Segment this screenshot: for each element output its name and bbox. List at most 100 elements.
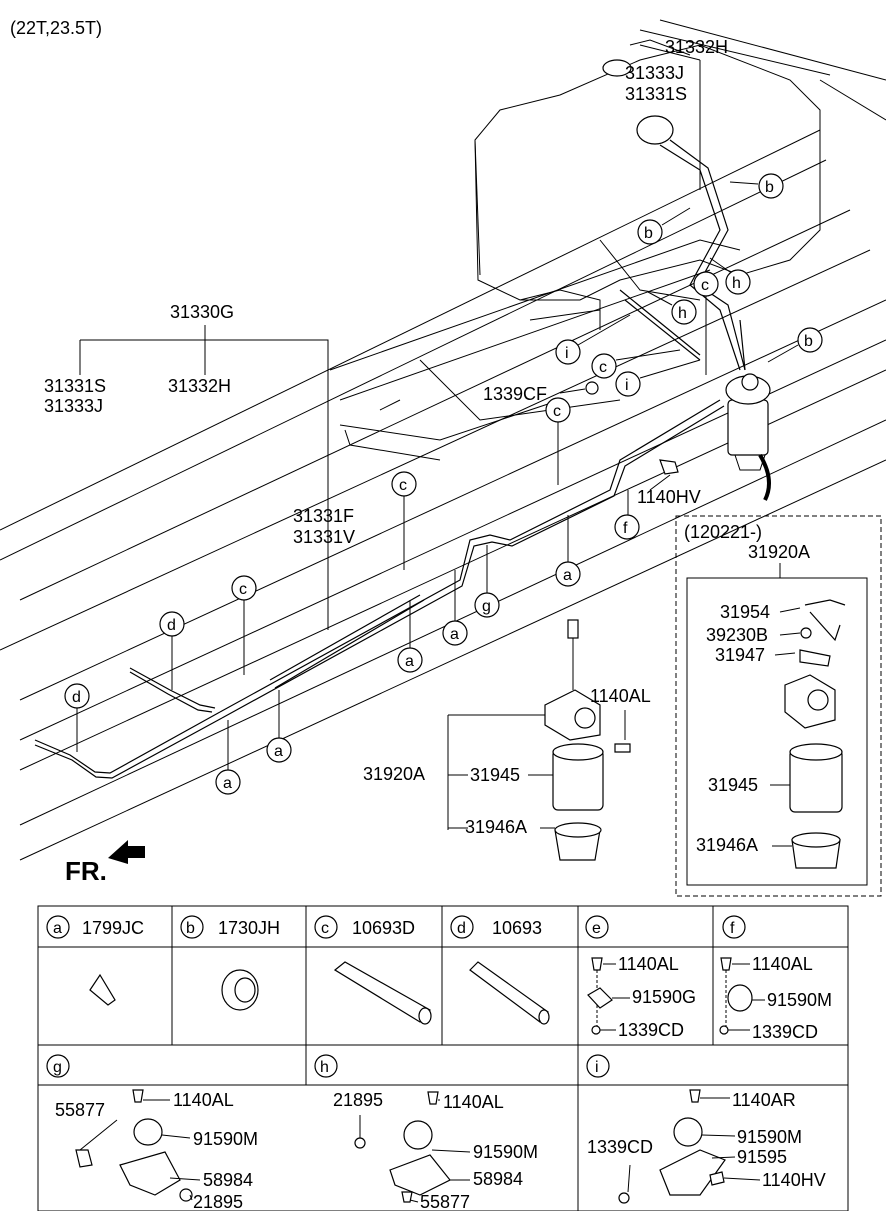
callout-h-1: h <box>709 257 751 295</box>
label-31920a: 31920A <box>363 764 425 784</box>
legend-h-part-2: 1140AL <box>443 1092 504 1112</box>
svg-text:i: i <box>565 345 569 362</box>
label-31330g: 31330G <box>170 302 234 322</box>
legend-g-part-1: 55877 <box>55 1100 105 1120</box>
washer-1339cf <box>585 381 599 395</box>
label-31331v: 31331V <box>293 527 355 547</box>
svg-text:d: d <box>457 920 466 937</box>
legend-d-part: 10693 <box>492 918 542 938</box>
legend-g-part-4: 58984 <box>203 1170 253 1190</box>
svg-text:h: h <box>678 305 687 322</box>
legend-cell-e: e 1140AL 91590G 1339CD <box>585 915 696 1040</box>
label-1140al: 1140AL <box>590 686 651 706</box>
svg-text:g: g <box>53 1059 62 1076</box>
svg-text:e: e <box>592 920 601 937</box>
legend-f-part-3: 1339CD <box>752 1022 818 1042</box>
svg-text:b: b <box>644 225 653 242</box>
inset-label-31946a: 31946A <box>696 835 758 855</box>
svg-text:c: c <box>553 403 561 420</box>
bolt-1140hv <box>659 459 679 475</box>
fuel-tank <box>474 39 821 301</box>
svg-text:c: c <box>239 581 247 598</box>
legend-b-part: 1730JH <box>218 918 280 938</box>
callout-b-3: b <box>767 327 823 363</box>
svg-text:b: b <box>804 333 813 350</box>
variant-label: (22T,23.5T) <box>10 18 102 38</box>
legend-h-part-5: 55877 <box>420 1192 470 1211</box>
callout-h-2: h <box>647 291 697 325</box>
callout-a-4: a <box>266 690 292 763</box>
svg-text:h: h <box>732 275 741 292</box>
label-31331s-left: 31331S <box>44 376 106 396</box>
svg-text:a: a <box>563 567 572 584</box>
legend-a-part: 1799JC <box>82 918 144 938</box>
callout-c-3: c <box>545 397 571 485</box>
inset-title: 31920A <box>748 542 810 562</box>
svg-text:b: b <box>765 179 774 196</box>
svg-text:h: h <box>320 1059 329 1076</box>
label-31331s-top: 31331S <box>625 84 687 104</box>
legend-e-part-2: 91590G <box>632 987 696 1007</box>
label-31333j-top: 31333J <box>625 63 684 83</box>
legend-h-part-1: 21895 <box>333 1090 383 1110</box>
legend-cell-g: g 55877 1140AL 91590M 58984 21895 <box>46 1054 258 1212</box>
callout-c-1: c <box>693 271 719 375</box>
callout-c-5: c <box>231 575 257 675</box>
svg-text:b: b <box>186 920 195 937</box>
tube-10693-icon <box>469 961 549 1023</box>
legend-g-part-3: 91590M <box>193 1129 258 1149</box>
legend-cell-a: a 1799JC <box>46 915 144 1006</box>
svg-text:i: i <box>595 1059 599 1076</box>
tank-cap <box>602 59 632 77</box>
callout-a-3: a <box>397 600 423 673</box>
legend-h-part-4: 58984 <box>473 1169 523 1189</box>
svg-text:c: c <box>701 277 709 294</box>
svg-text:a: a <box>274 743 283 760</box>
clip-1799jc-icon <box>89 973 116 1006</box>
legend-i-part-5: 1140HV <box>762 1170 826 1190</box>
legend-e-part-3: 1339CD <box>618 1020 684 1040</box>
front-direction-indicator: FR. <box>65 840 145 886</box>
inset-label-31954: 31954 <box>720 602 770 622</box>
legend-cell-d: d 10693 <box>450 915 550 1025</box>
svg-text:a: a <box>405 653 414 670</box>
svg-text:g: g <box>482 598 491 615</box>
inset-label-39230b: 39230B <box>706 625 768 645</box>
callout-c-2: c <box>591 349 681 379</box>
svg-text:d: d <box>72 689 81 706</box>
legend-f-part-2: 91590M <box>767 990 832 1010</box>
label-1339cf: 1339CF <box>483 384 547 404</box>
callout-a-5: a <box>215 720 241 795</box>
callout-i-2: i <box>615 359 701 397</box>
svg-text:a: a <box>450 626 459 643</box>
callout-b-2: b <box>637 207 691 245</box>
legend-i-part-2: 91590M <box>737 1127 802 1147</box>
callout-f: f <box>614 514 640 540</box>
callout-g: g <box>474 545 500 618</box>
label-31332h-top: 31332H <box>665 37 728 57</box>
svg-text:f: f <box>730 920 735 937</box>
legend-g-part-2: 1140AL <box>173 1090 234 1110</box>
fr-label: FR. <box>65 856 107 886</box>
label-31332h-left: 31332H <box>168 376 231 396</box>
legend-h-part-3: 91590M <box>473 1142 538 1162</box>
label-31945: 31945 <box>470 765 520 785</box>
legend-f-part-1: 1140AL <box>752 954 813 974</box>
svg-text:c: c <box>399 477 407 494</box>
legend-i-part-3: 1339CD <box>587 1137 653 1157</box>
label-31331f: 31331F <box>293 506 354 526</box>
label-31333j-left: 31333J <box>44 396 103 416</box>
callout-circles: b b c h h b i c i c c f a g a a c d d a … <box>64 173 823 795</box>
inset-panel: (120221-) 31920A 31954 39230B 31947 3194… <box>675 515 882 897</box>
callout-a-2: a <box>442 570 468 646</box>
svg-text:f: f <box>623 520 628 537</box>
inset-date: (120221-) <box>684 522 762 542</box>
fuel-lines <box>34 139 746 779</box>
legend-i-part-1: 1140AR <box>732 1090 796 1110</box>
legend-c-part: 10693D <box>352 918 415 938</box>
legend-e-part-1: 1140AL <box>618 954 679 974</box>
legend-cell-h: h 21895 1140AL 91590M 58984 55877 <box>314 1054 538 1212</box>
svg-text:i: i <box>625 377 629 394</box>
callout-c-4: c <box>391 471 417 570</box>
legend-cell-i: i 1140AR 91590M 1339CD 91595 1140HV <box>586 1054 826 1204</box>
